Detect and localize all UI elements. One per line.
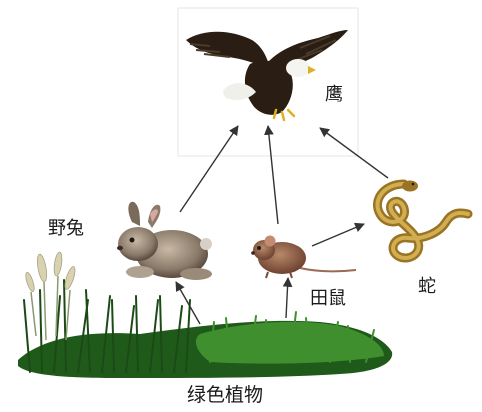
field-mouse-image — [251, 236, 356, 279]
rabbit-label: 野兔 — [48, 220, 84, 238]
snake-label: 蛇 — [418, 278, 436, 296]
snake-image — [377, 181, 468, 259]
eagle-label: 鹰 — [325, 86, 343, 104]
green-plants-label: 绿色植物 — [187, 386, 263, 405]
field-mouse-label: 田鼠 — [310, 290, 346, 308]
arrow-mouse-to-snake — [312, 224, 364, 246]
arrow-plants-to-mouse — [286, 278, 288, 318]
rabbit-image — [117, 202, 212, 280]
